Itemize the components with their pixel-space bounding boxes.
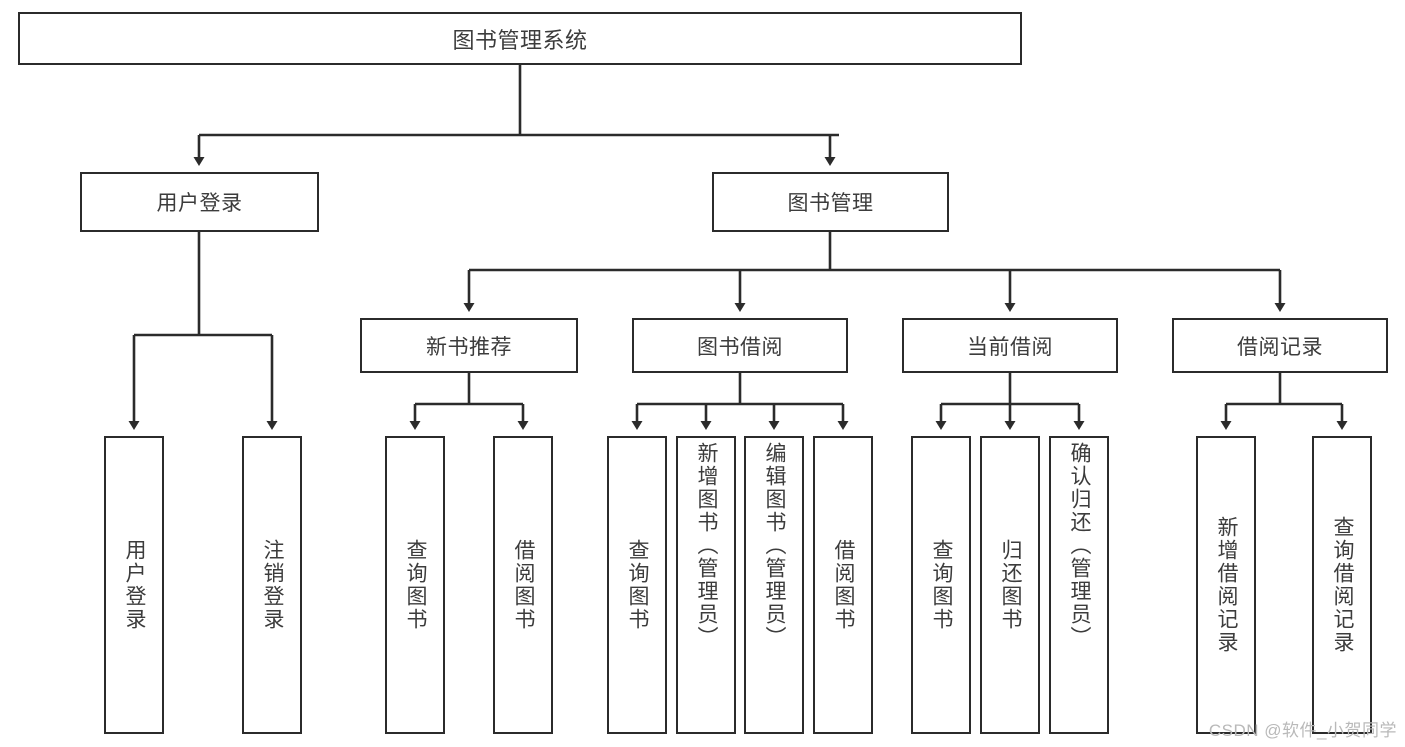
- node-book-management-label: 图书管理: [787, 192, 874, 215]
- node-new-book-recommend-label: 新书推荐: [426, 335, 512, 359]
- node-current-borrow[interactable]: 当前借阅: [902, 318, 1118, 373]
- leaf-borrow-book-recommend[interactable]: 借阅图书: [493, 436, 553, 734]
- node-root-label: 图书管理系统: [452, 27, 588, 53]
- leaf-borrow-book-borrow[interactable]: 借阅图书: [813, 436, 873, 734]
- leaf-query-book-current-label: 查询图书: [930, 539, 954, 631]
- leaf-add-borrow-record-label: 新增借阅记录: [1215, 516, 1239, 654]
- watermark: CSDN @软件_小贺同学: [1208, 721, 1397, 740]
- leaf-return-book[interactable]: 归还图书: [980, 436, 1040, 734]
- leaf-edit-book-admin[interactable]: 编辑图书（管理员）: [744, 436, 804, 734]
- node-user-login-label: 用户登录: [156, 192, 243, 215]
- leaf-user-login[interactable]: 用户登录: [104, 436, 164, 734]
- leaf-add-book-admin[interactable]: 新增图书（管理员）: [676, 436, 736, 734]
- leaf-logout[interactable]: 注销登录: [242, 436, 302, 734]
- leaf-confirm-return-admin-label: 确认归还（管理员）: [1068, 442, 1092, 649]
- node-new-book-recommend[interactable]: 新书推荐: [360, 318, 578, 373]
- leaf-return-book-label: 归还图书: [999, 539, 1023, 631]
- node-book-borrow-label: 图书借阅: [697, 335, 783, 359]
- node-user-login[interactable]: 用户登录: [80, 172, 319, 232]
- node-root[interactable]: 图书管理系统: [18, 12, 1022, 65]
- node-borrow-record[interactable]: 借阅记录: [1172, 318, 1388, 373]
- leaf-query-book-recommend-label: 查询图书: [404, 539, 428, 631]
- leaf-logout-label: 注销登录: [261, 539, 285, 631]
- leaf-query-book-current[interactable]: 查询图书: [911, 436, 971, 734]
- leaf-add-book-admin-label: 新增图书（管理员）: [695, 442, 719, 649]
- leaf-query-book-borrow[interactable]: 查询图书: [607, 436, 667, 734]
- leaf-borrow-book-recommend-label: 借阅图书: [512, 539, 536, 631]
- node-current-borrow-label: 当前借阅: [967, 335, 1053, 359]
- node-borrow-record-label: 借阅记录: [1237, 335, 1323, 359]
- leaf-borrow-book-borrow-label: 借阅图书: [832, 539, 856, 631]
- leaf-query-book-recommend[interactable]: 查询图书: [385, 436, 445, 734]
- node-book-management[interactable]: 图书管理: [712, 172, 949, 232]
- leaf-query-borrow-record-label: 查询借阅记录: [1331, 516, 1355, 654]
- leaf-query-borrow-record[interactable]: 查询借阅记录: [1312, 436, 1372, 734]
- leaf-edit-book-admin-label: 编辑图书（管理员）: [763, 442, 787, 649]
- node-book-borrow[interactable]: 图书借阅: [632, 318, 848, 373]
- leaf-confirm-return-admin[interactable]: 确认归还（管理员）: [1049, 436, 1109, 734]
- leaf-add-borrow-record[interactable]: 新增借阅记录: [1196, 436, 1256, 734]
- leaf-user-login-label: 用户登录: [123, 539, 147, 631]
- leaf-query-book-borrow-label: 查询图书: [626, 539, 650, 631]
